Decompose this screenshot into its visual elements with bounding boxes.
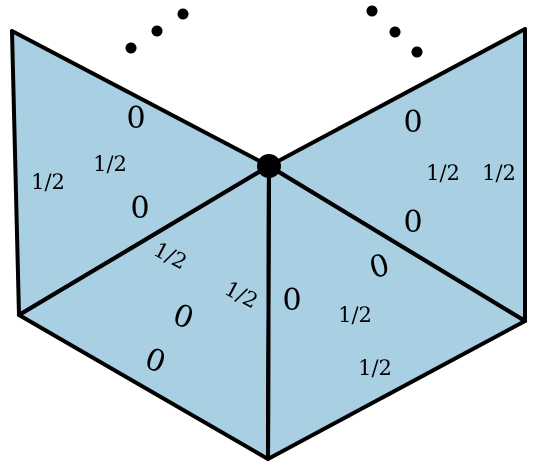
label-right-lower-zero: 0 — [403, 205, 422, 240]
edge-left-diagonal — [17, 164, 271, 317]
label-center-edge-zero: 0 — [282, 283, 301, 318]
edge-center-vertical — [266, 164, 271, 461]
label-bottom-right-half-a: 1/2 — [338, 303, 372, 327]
left-ellipsis-dot-2 — [151, 25, 163, 37]
left-ellipsis-dot-1 — [125, 42, 137, 54]
right-ellipsis-dot-1 — [366, 5, 378, 17]
label-left-top-zero: 0 — [126, 101, 145, 136]
label-bottom-right-half-b: 1/2 — [358, 356, 392, 380]
left-ellipsis-dot-3 — [177, 8, 189, 20]
label-right-half-a: 1/2 — [426, 161, 460, 185]
right-ellipsis-dot-2 — [389, 26, 401, 38]
apex-vertex — [257, 154, 281, 178]
label-left-half-a: 1/2 — [31, 170, 65, 194]
right-ellipsis-dot-3 — [411, 46, 423, 58]
label-right-top-zero: 0 — [403, 105, 422, 140]
label-left-lower-zero: 0 — [130, 191, 149, 226]
label-right-half-b: 1/2 — [482, 161, 516, 185]
label-left-half-b: 1/2 — [93, 152, 127, 176]
edge-right-diagonal — [267, 164, 527, 323]
